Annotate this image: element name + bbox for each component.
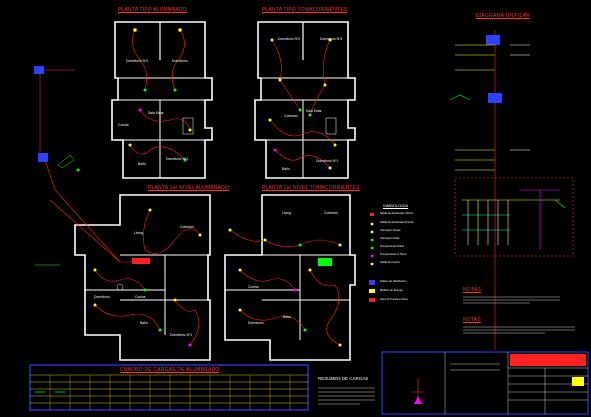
room-tr-dorm-a: Dormitorio Nº2 (278, 37, 301, 41)
room-bl-bano: Baño (140, 321, 148, 325)
calc-block (318, 387, 375, 405)
room-bl-dorm2: Dormitorio Nº1 (170, 333, 193, 337)
service-entrance-symbols (34, 66, 80, 266)
plan-top-left-symbols (128, 28, 194, 162)
room-tr-bano: Baño (282, 167, 290, 171)
room-tr-dorm-b: Dormitorio Nº3 (320, 37, 343, 41)
room-tr-dorm-c: Dormitorio Nº1 (316, 159, 339, 163)
title-block (381, 351, 589, 415)
room-br-dorm: Dormitorio (248, 321, 264, 325)
legend-symbols (369, 213, 375, 302)
plan-top-left (111, 21, 213, 179)
plan-bottom-left (74, 194, 211, 361)
title-plan-top-right: PLANTA TIPO TOMACORRIENTES (262, 7, 348, 13)
room-br-cocina: Cocina (248, 285, 259, 289)
room-tr-sala: Sala Estar (306, 109, 322, 113)
load-table-title: CUADRO DE CARGAS DE ALUMBRADO (120, 367, 220, 373)
room-tl-bano: Baño (138, 162, 146, 166)
legend-item: Interruptor Simple (380, 229, 401, 232)
title-plan-bottom-right: PLANTA 1er NIVEL TOMACORRIENTES (262, 185, 360, 191)
title-single-line: DIAGRAMA UNIFILAR (476, 13, 530, 19)
legend-item: Tomacorriente c/ Tierra (380, 253, 407, 256)
legend-item: Pozo de Puesta a Tierra (380, 298, 408, 301)
room-br-comedor: Comedor (324, 211, 338, 215)
load-table (29, 364, 309, 411)
room-bl-cocina: Cocina (135, 295, 146, 299)
room-tr-comedor: Comedor (284, 114, 298, 118)
title-plan-bottom-left: PLANTA 1er NIVEL ALUMBRADO (148, 185, 230, 191)
plan-bottom-right-circuits (229, 229, 341, 346)
legend-item: Tomacorriente Doble (380, 245, 404, 248)
room-tl-dorm-a: Dormitorio Nº2 (126, 59, 149, 63)
notes-blocks (463, 296, 575, 334)
notes-title-1: NOTAS (463, 287, 481, 293)
plan-bottom-right (224, 194, 356, 361)
title-plan-top-left: PLANTA TIPO ALUMBRADO (118, 7, 187, 13)
plan-top-left-circuits (129, 29, 191, 161)
room-br-living: Living (282, 211, 291, 215)
legend-item: Interruptor Doble (380, 237, 400, 240)
legend-item: Medidor de Energia (380, 289, 403, 292)
room-bl-comedor: Comedor (180, 225, 194, 229)
room-tl-sala: Sala Estar (148, 111, 164, 115)
legend-item: Salida de Alumbrado (Pared) (380, 221, 414, 224)
calc-title: RESUMEN DE CARGAS (318, 376, 369, 381)
room-tl-cocina: Cocina (118, 123, 129, 127)
room-tl-dorm-b: Dormitorio (172, 59, 188, 63)
plan-top-right-symbols (268, 38, 337, 170)
plan-bottom-left-symbols (93, 208, 202, 347)
room-br-bano: Baño (283, 315, 291, 319)
legend-item: Tablero de Distribucion (380, 280, 407, 283)
single-line-diagram (449, 30, 574, 350)
legend-item: Salida de Alumbrado (Techo) (380, 212, 414, 215)
room-bl-living: Living (134, 231, 143, 235)
service-entrance (39, 69, 121, 263)
plan-bottom-right-symbols (228, 228, 342, 347)
legend-item: Salida de Fuerza (380, 261, 400, 264)
legend-title: SIMBOLOGIA (383, 203, 409, 208)
room-tl-dorm-c: Dormitorio Nº1 (166, 157, 189, 161)
notes-title-2: NOTAS (463, 317, 481, 323)
room-bl-dorm: Dormitorio (94, 295, 110, 299)
plan-top-right (254, 21, 356, 179)
